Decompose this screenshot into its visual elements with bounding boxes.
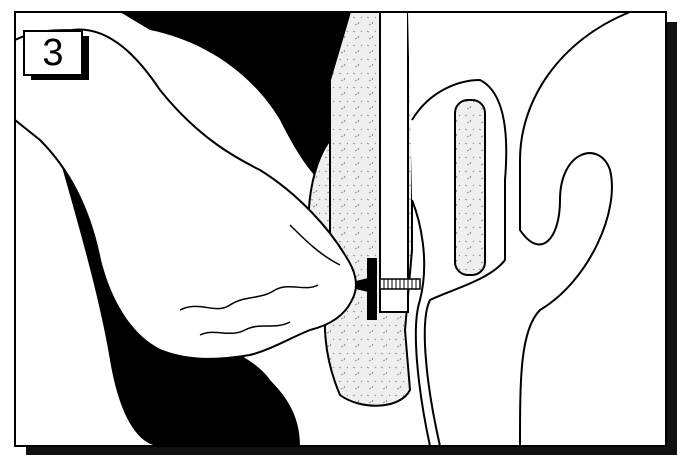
step-number: 3 — [24, 31, 82, 75]
needle-bar — [367, 258, 377, 320]
tissue-capsule — [455, 100, 485, 275]
instrument-shaft — [380, 12, 408, 312]
